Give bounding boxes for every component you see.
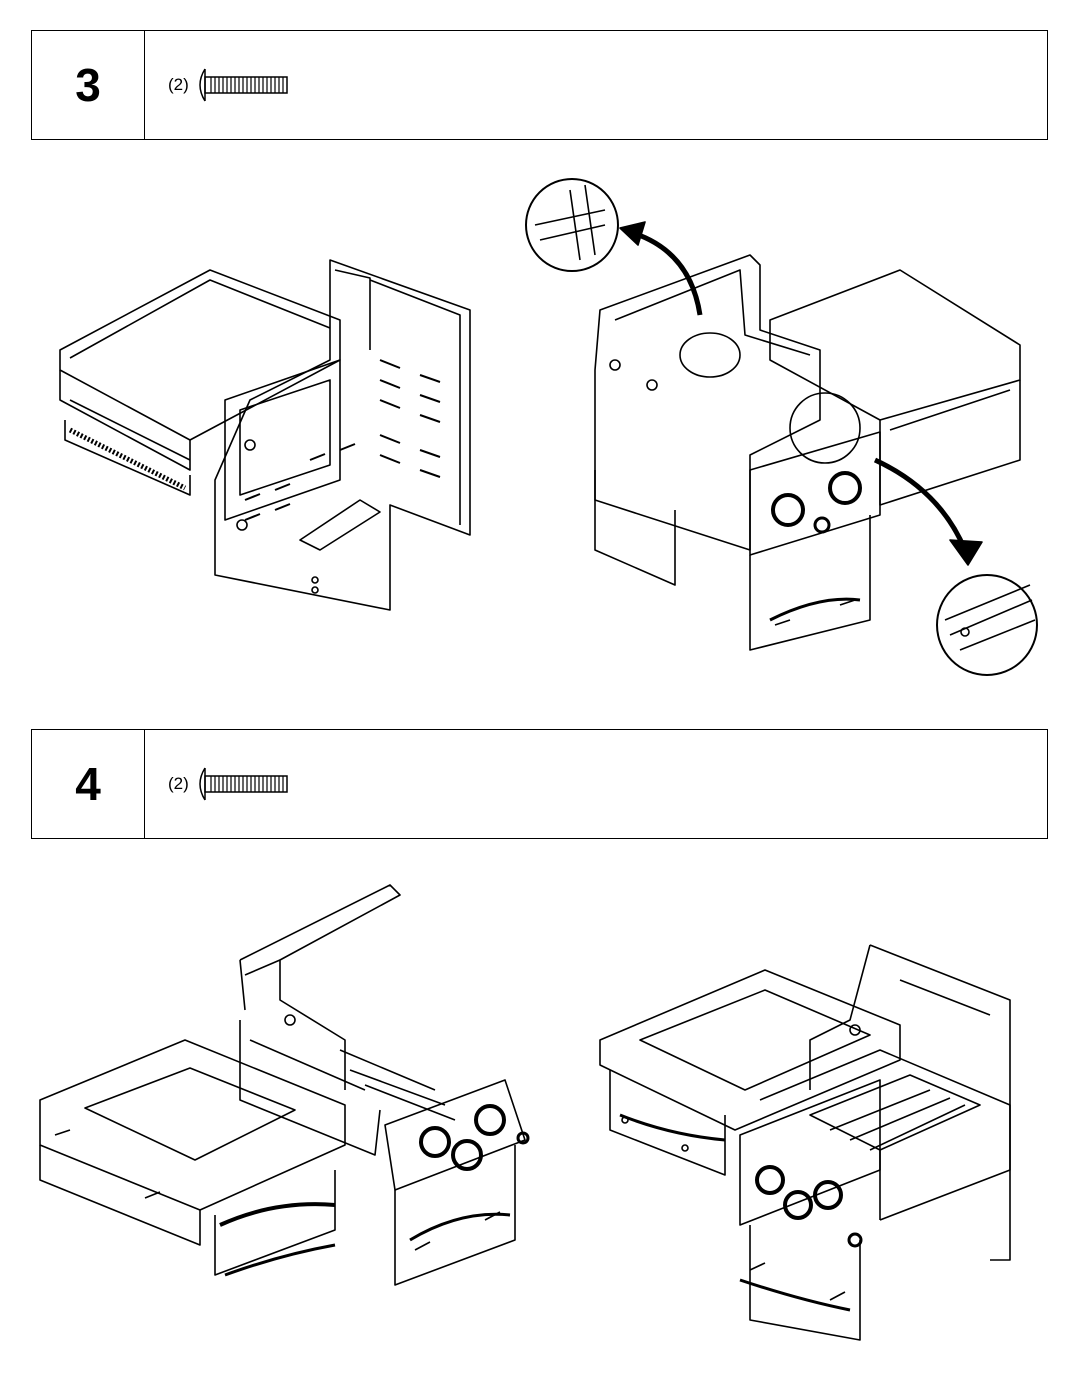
grill-body-with-detail-callouts xyxy=(520,170,1050,680)
grill-assembly-icon xyxy=(39,884,530,1286)
part-quantity: (2) xyxy=(168,774,189,793)
step-3-header: 3 (2) xyxy=(31,30,1048,140)
side-shelf-attach-view xyxy=(50,250,490,630)
step-number-cell: 4 xyxy=(32,730,145,838)
side-shelf-icon xyxy=(59,259,471,611)
grill-body-icon xyxy=(525,178,1038,676)
grill-assembly-icon xyxy=(599,944,1011,1341)
step-number-cell: 3 xyxy=(32,31,145,139)
step-number: 4 xyxy=(75,758,101,810)
parts-callout: (2) xyxy=(168,31,293,139)
part-quantity: (2) xyxy=(168,75,189,94)
step-4-header: 4 (2) xyxy=(31,729,1048,839)
step-number: 3 xyxy=(75,59,101,111)
parts-callout: (2) xyxy=(168,730,293,838)
screw-icon xyxy=(193,764,293,804)
shelf-attached-right-view xyxy=(590,940,1030,1345)
screw-icon xyxy=(193,65,293,105)
shelf-attached-left-view xyxy=(35,880,545,1300)
